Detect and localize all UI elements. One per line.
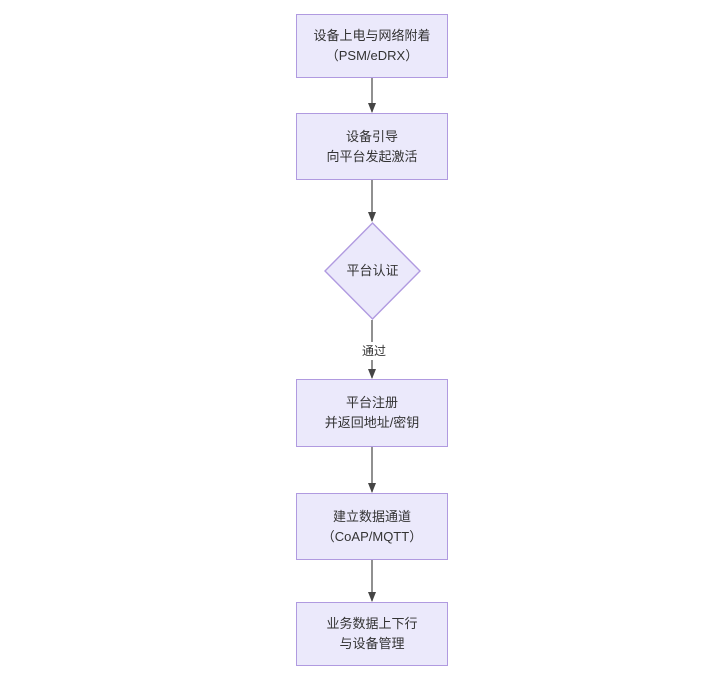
node-business-data-and-device-management[interactable]: 业务数据上下行 与设备管理: [296, 602, 448, 666]
node-platform-register[interactable]: 平台注册 并返回地址/密钥: [296, 379, 448, 447]
node-label-line: 设备上电与网络附着: [313, 28, 431, 43]
node-label-line: 设备引导: [345, 128, 398, 144]
node-device-bootstrap[interactable]: 设备引导 向平台发起激活: [296, 113, 448, 180]
node-label-line: 业务数据上下行: [326, 616, 418, 631]
diamond-shape-icon: [324, 222, 421, 320]
edge-label-pass: 通过: [352, 342, 396, 360]
node-device-power-on[interactable]: 设备上电与网络附着 （PSM/eDRX）: [296, 14, 448, 78]
node-label-line: 向平台发起激活: [326, 148, 418, 164]
node-label-line: 平台认证: [346, 263, 399, 278]
node-label-line: 平台注册: [345, 395, 398, 410]
node-label-line: 建立数据通道: [332, 508, 411, 524]
node-label-line: （PSM/eDRX）: [325, 48, 419, 63]
node-label-line: （CoAP/MQTT）: [321, 528, 423, 544]
node-label-line: 并返回地址/密钥: [324, 415, 420, 430]
node-label-line: 与设备管理: [339, 636, 405, 651]
node-establish-data-channel[interactable]: 建立数据通道 （CoAP/MQTT）: [296, 493, 448, 560]
node-platform-auth[interactable]: 平台认证: [324, 222, 421, 320]
